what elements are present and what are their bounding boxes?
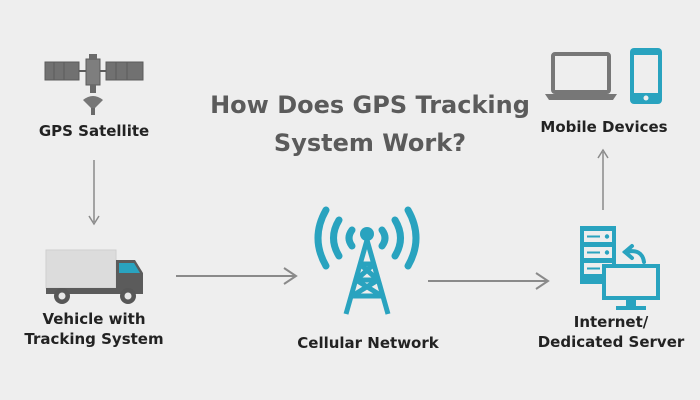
- laptop-phone-icon: [542, 46, 668, 108]
- server-icon: [574, 218, 668, 312]
- server-label: Internet/ Dedicated Server: [522, 312, 700, 352]
- arrow-server-to-mobile: [597, 148, 609, 210]
- satellite-label: GPS Satellite: [38, 122, 150, 140]
- vehicle-label-line-2: Tracking System: [24, 330, 164, 348]
- truck-icon: [42, 246, 150, 308]
- arrow-satellite-to-vehicle: [88, 160, 100, 228]
- server-label-line-1: Internet/: [573, 313, 649, 331]
- diagram-title: How Does GPS Tracking System Work?: [200, 86, 540, 162]
- title-line-2: System Work?: [273, 129, 467, 157]
- cellular-label: Cellular Network: [297, 334, 439, 352]
- vehicle-label: Vehicle with Tracking System: [18, 309, 170, 349]
- arrow-vehicle-to-cellular: [176, 264, 300, 286]
- arrow-cellular-to-server: [428, 270, 552, 292]
- title-line-1: How Does GPS Tracking: [210, 91, 530, 119]
- satellite-icon: [42, 50, 146, 118]
- vehicle-label-line-1: Vehicle with: [42, 310, 146, 328]
- server-label-line-2: Dedicated Server: [537, 333, 685, 351]
- cell-tower-icon: [312, 196, 422, 318]
- mobile-label: Mobile Devices: [540, 118, 668, 136]
